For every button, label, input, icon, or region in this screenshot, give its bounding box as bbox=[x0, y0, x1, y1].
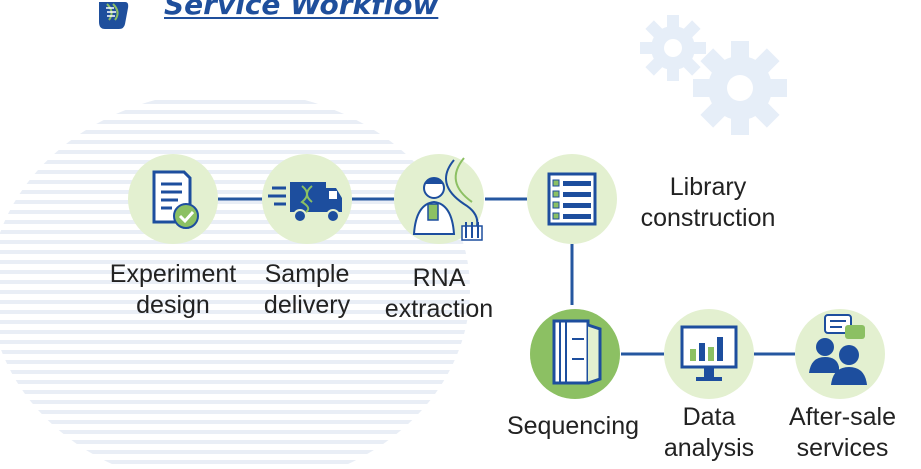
sequencer-icon bbox=[530, 309, 620, 399]
step-sequencing bbox=[530, 309, 620, 399]
step-after-sale-services bbox=[795, 309, 885, 399]
step-rna-extraction bbox=[394, 154, 484, 244]
list-icon bbox=[547, 172, 597, 226]
monitor-chart-icon bbox=[680, 325, 738, 381]
delivery-truck-icon bbox=[268, 182, 342, 223]
header bbox=[95, 0, 143, 30]
gears-icon bbox=[640, 15, 787, 135]
page-title: Service Workflow bbox=[164, 0, 439, 21]
step-label-rna-extraction: RNA extraction bbox=[384, 264, 494, 323]
step-data-analysis bbox=[664, 309, 754, 399]
step-library-construction bbox=[527, 154, 617, 244]
step-label-sequencing: Sequencing bbox=[506, 412, 640, 440]
title-container: Service Workflow bbox=[164, 0, 438, 19]
step-label-data-analysis: Data analysis bbox=[663, 403, 755, 462]
step-label-after-sale-services: After-sale services bbox=[789, 403, 896, 462]
step-experiment-design bbox=[128, 154, 218, 244]
step-sample-delivery bbox=[262, 154, 352, 244]
scientist-icon bbox=[412, 157, 483, 241]
document-check-icon bbox=[152, 170, 199, 229]
step-label-library-construction: Library construction bbox=[640, 173, 776, 232]
step-label-experiment-design: Experiment design bbox=[109, 260, 237, 319]
dna-leaf-icon bbox=[99, 2, 129, 29]
background-stripes bbox=[0, 100, 470, 464]
users-chat-icon bbox=[809, 314, 867, 385]
step-label-sample-delivery: Sample delivery bbox=[263, 260, 351, 319]
